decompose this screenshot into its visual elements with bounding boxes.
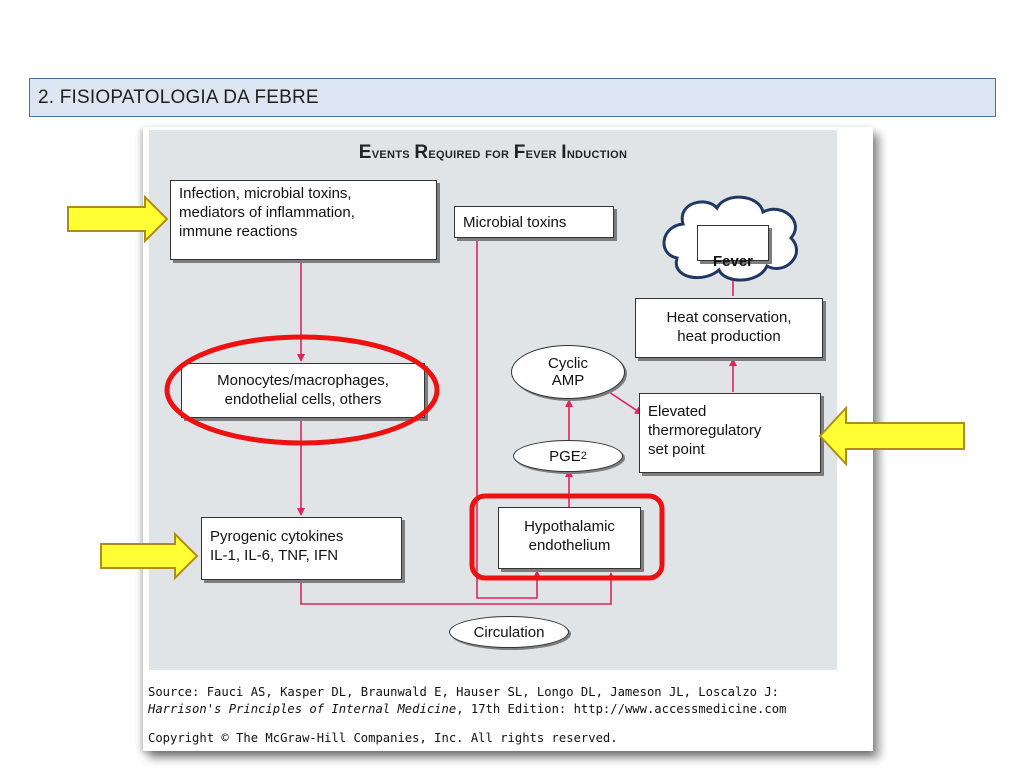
node-heat-production: Heat conservation, heat production (635, 298, 823, 358)
diagram-title: Events Required for Fever Induction (358, 142, 628, 163)
source-book-title: Harrison's Principles of Internal Medici… (148, 702, 457, 716)
node-elevated-set-point: Elevated thermoregulatory set point (639, 393, 821, 473)
yellow-arrow-infection (67, 194, 169, 244)
node-hypothalamic-endothelium: Hypothalamic endothelium (498, 507, 641, 569)
pge2-label: PGE (549, 447, 581, 465)
edge-cytokines-to-circulation (300, 572, 615, 605)
figure-image: Events Required for Fever Induction (143, 127, 873, 751)
source-line-1: Source: Fauci AS, Kasper DL, Braunwald E… (148, 685, 780, 699)
connector-lines (297, 236, 737, 605)
source-edition: , 17th Edition: http://www.accessmedicin… (456, 702, 787, 716)
highlight-box-hypothalamic (469, 493, 665, 581)
node-fever: Fever (697, 225, 769, 270)
slide-title-bar: 2. FISIOPATOLOGIA DA FEBRE (29, 78, 996, 117)
pge2-subscript: 2 (580, 449, 587, 462)
node-infection: Infection, microbial toxins, mediators o… (170, 180, 437, 260)
edge-toxins-to-endothelium (476, 236, 541, 599)
diagram-panel: Events Required for Fever Induction (149, 130, 837, 670)
node-cyclic-amp: Cyclic AMP (511, 345, 625, 399)
node-circulation: Circulation (449, 616, 569, 648)
slide-title: 2. FISIOPATOLOGIA DA FEBRE (38, 86, 319, 108)
highlight-ellipse-monocytes (164, 334, 440, 446)
yellow-arrow-cytokines (100, 531, 199, 581)
node-monocytes: Monocytes/macrophages, endothelial cells… (181, 363, 425, 418)
copyright-notice: Copyright © The McGraw-Hill Companies, I… (148, 731, 618, 745)
edge-camp-to-setpoint (608, 391, 643, 415)
source-line-2: Harrison's Principles of Internal Medici… (148, 701, 873, 718)
node-pyrogenic-cytokines: Pyrogenic cytokines IL-1, IL-6, TNF, IFN (201, 517, 402, 580)
node-microbial-toxins: Microbial toxins (454, 206, 614, 238)
yellow-arrow-set-point (818, 405, 965, 467)
source-citation: Source: Fauci AS, Kasper DL, Braunwald E… (148, 684, 873, 718)
